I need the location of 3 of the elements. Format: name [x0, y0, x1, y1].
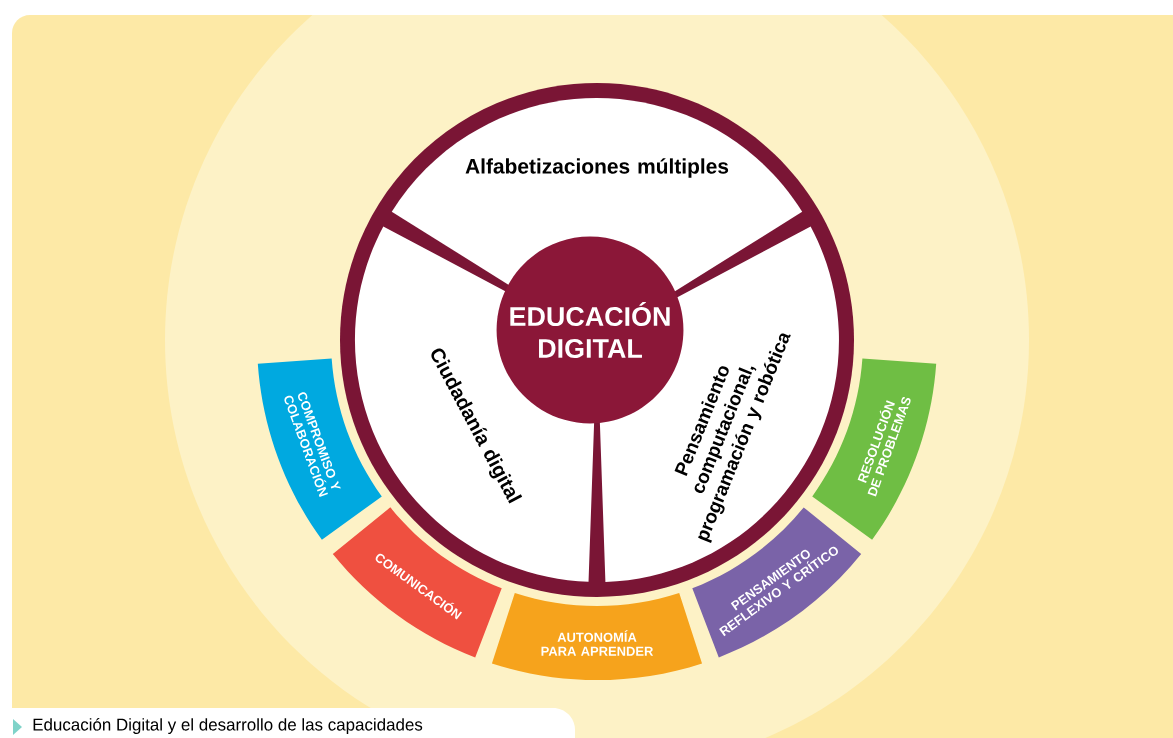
caption: Educación Digital y el desarrollo de las capacidades: [33, 718, 423, 734]
capacity-band: AUTONOMÍA PARA APRENDER: [491, 593, 703, 680]
node-label: Alfabetizaciones múltiples: [465, 158, 729, 178]
